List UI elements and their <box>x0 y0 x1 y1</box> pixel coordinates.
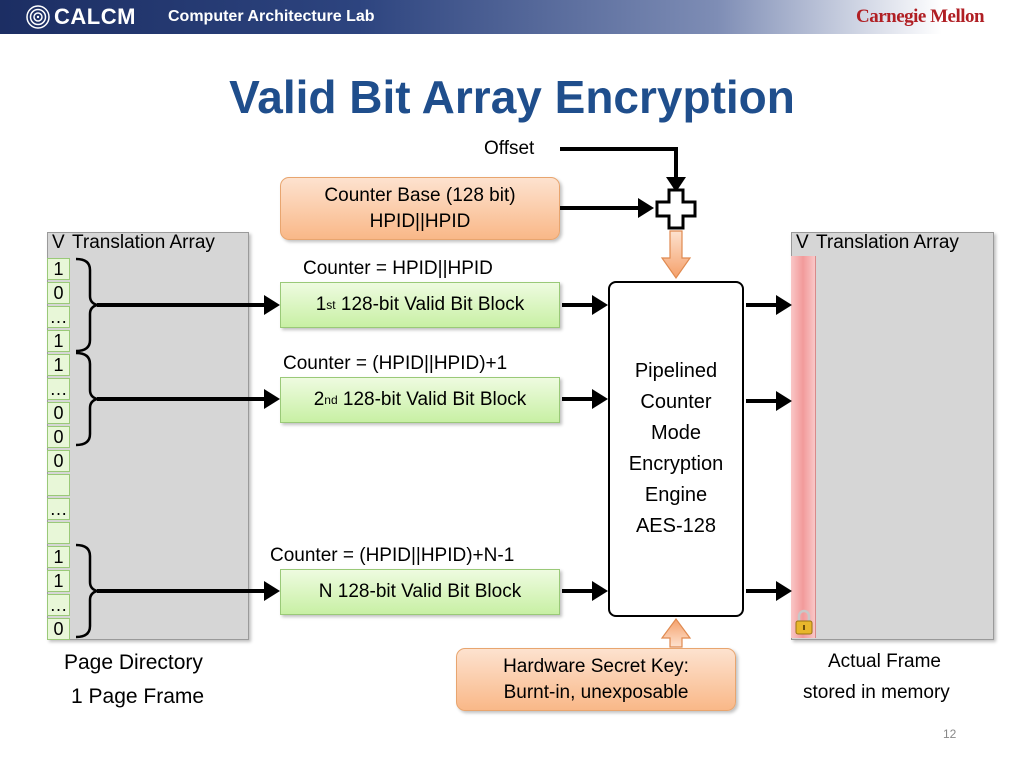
block-2-prefix: 2 <box>313 389 325 411</box>
adder-plus-icon <box>655 188 697 230</box>
block-2-sup: nd <box>324 392 338 407</box>
braces <box>75 257 102 639</box>
engine-line-6: AES-128 <box>635 515 717 537</box>
right-caption-line2: stored in memory <box>803 682 950 703</box>
right-array-header: Translation Array <box>816 232 959 253</box>
calcm-logo-icon <box>26 5 50 29</box>
engine-line-3: Mode <box>650 422 702 444</box>
counter-label-1: Counter = HPID||HPID <box>303 258 493 279</box>
counter-base-line2: HPID||HPID <box>369 210 471 232</box>
adder-to-engine-arrow <box>660 230 692 280</box>
offset-label: Offset <box>484 138 535 159</box>
valid-bit-cell: … <box>47 498 70 520</box>
valid-bit-cell: 0 <box>47 450 70 472</box>
slide-title: Valid Bit Array Encryption <box>229 71 795 123</box>
valid-bit-cell: 0 <box>47 282 70 304</box>
valid-bit-cell: 1 <box>47 570 70 592</box>
left-v-header: V <box>52 232 65 253</box>
lab-name: Computer Architecture Lab <box>168 8 375 25</box>
array-to-block-arrows <box>97 295 280 601</box>
brace-group-2 <box>75 351 102 447</box>
engine-line-1: Pipelined <box>634 360 718 382</box>
valid-bit-cell: 1 <box>47 546 70 568</box>
page-number: 12 <box>943 727 957 741</box>
counter-label-2: Counter = (HPID||HPID)+1 <box>283 353 508 374</box>
block-2-text: 128-bit Valid Bit Block <box>337 389 527 411</box>
valid-bit-cell <box>47 474 70 496</box>
brace-group-1 <box>75 257 102 353</box>
engine-line-2: Counter <box>640 391 712 413</box>
university-logo: Carnegie Mellon <box>856 6 985 27</box>
valid-bit-cell: 0 <box>47 618 70 640</box>
block-1-prefix: 1 <box>315 294 327 316</box>
valid-bit-cell: 1 <box>47 330 70 352</box>
counter-base-box: Counter Base (128 bit) HPID||HPID <box>280 177 560 240</box>
valid-bit-cell: 1 <box>47 258 70 280</box>
counter-base-arrow <box>560 198 654 218</box>
key-to-engine-arrow <box>660 617 692 648</box>
right-caption-line1: Actual Frame <box>828 651 941 672</box>
left-translation-array <box>47 232 249 640</box>
block-to-engine-arrows <box>562 295 608 601</box>
valid-bit-cell: 0 <box>47 402 70 424</box>
counter-label-n: Counter = (HPID||HPID)+N-1 <box>270 545 515 566</box>
left-array-header: Translation Array <box>72 232 215 253</box>
calcm-logo-text: CALCM <box>54 4 136 29</box>
valid-bit-cell <box>47 522 70 544</box>
secret-key-box: Hardware Secret Key: Burnt-in, unexposab… <box>456 648 736 711</box>
engine-to-memory-arrows <box>746 295 792 601</box>
block-1-sup: st <box>326 297 336 312</box>
valid-bit-cell: … <box>47 594 70 616</box>
block-1-text: 128-bit Valid Bit Block <box>335 294 525 316</box>
encryption-engine: Pipelined Counter Mode Encryption Engine… <box>608 281 744 617</box>
valid-bit-cell: … <box>47 378 70 400</box>
valid-bit-cell: … <box>47 306 70 328</box>
engine-line-4: Encryption <box>628 453 724 475</box>
valid-bit-cell: 1 <box>47 354 70 376</box>
header-bar <box>0 0 1024 34</box>
left-caption-line2: 1 Page Frame <box>71 685 205 708</box>
valid-bit-cell: 0 <box>47 426 70 448</box>
valid-bit-block-n: N 128-bit Valid Bit Block <box>280 569 560 615</box>
right-translation-array <box>791 232 994 640</box>
counter-base-line1: Counter Base (128 bit) <box>324 184 516 206</box>
engine-line-5: Engine <box>644 484 708 506</box>
secret-key-line1: Hardware Secret Key: <box>503 655 689 677</box>
lock-icon <box>795 609 813 635</box>
encrypted-valid-column <box>791 256 816 638</box>
block-n-text: 128-bit Valid Bit Block <box>332 581 522 603</box>
offset-arrow <box>560 147 686 192</box>
right-v-header: V <box>796 232 809 253</box>
block-n-prefix: N <box>318 581 333 603</box>
left-caption-line1: Page Directory <box>64 651 203 674</box>
secret-key-line2: Burnt-in, unexposable <box>503 681 689 703</box>
brace-group-n <box>75 543 102 639</box>
